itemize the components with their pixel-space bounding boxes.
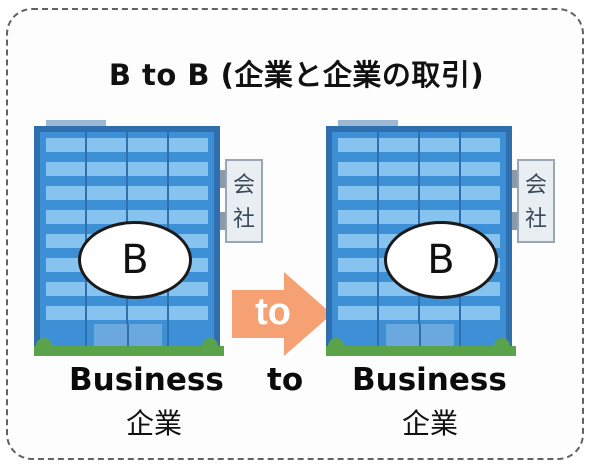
arrow-label: to xyxy=(255,291,291,333)
left-circle-letter: B xyxy=(121,237,149,283)
sign-bottom-text: 社 xyxy=(233,207,255,232)
sign-top-text: 会 xyxy=(233,173,255,198)
middle-to-label: to xyxy=(267,362,304,398)
left-business-label: Business xyxy=(69,362,224,398)
sign-top-text: 会 xyxy=(525,173,547,198)
arrow-right-icon xyxy=(232,272,332,356)
right-kigyo-label: 企業 xyxy=(402,407,459,440)
diagram-title: B to B (企業と企業の取引) xyxy=(108,58,485,92)
right-circle-letter: B xyxy=(427,237,455,283)
left-business-circle: B xyxy=(78,221,192,299)
sign-bottom-text: 社 xyxy=(525,207,547,232)
right-business-label: Business xyxy=(352,362,507,398)
right-business-circle: B xyxy=(384,221,498,299)
left-kigyo-label: 企業 xyxy=(126,407,183,440)
